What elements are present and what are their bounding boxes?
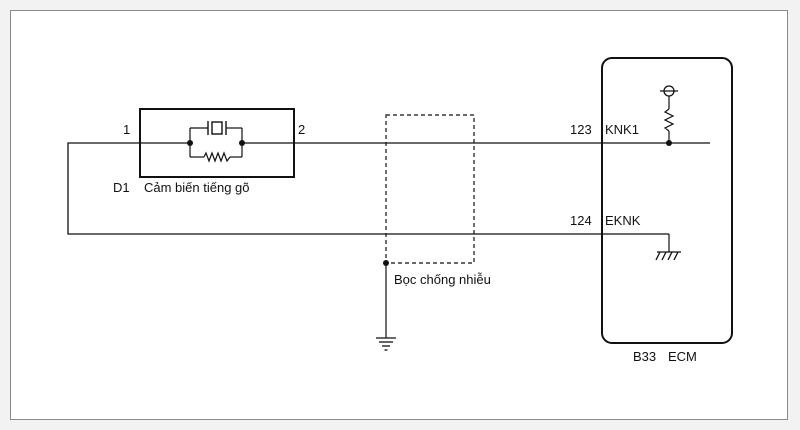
sensor-pin-1-label: 1 (123, 122, 130, 137)
ecm-pin-eknk-name: EKNK (605, 213, 641, 228)
ecm-pin-124-number: 124 (570, 213, 592, 228)
wire-eknk (67, 142, 602, 235)
ground-icon (376, 337, 396, 351)
diagram-frame (10, 10, 788, 420)
resistor-icon (203, 151, 231, 163)
knock-sensor (139, 108, 295, 178)
sensor-name-label: Cảm biến tiếng gõ (144, 180, 250, 195)
junction-dot (187, 140, 193, 146)
sensor-ref-label: D1 (113, 180, 130, 195)
shield (376, 114, 475, 351)
shield-label: Bọc chống nhiễu (394, 272, 491, 287)
voltage-supply-icon (660, 85, 678, 97)
ecm-name-label: ECM (668, 349, 697, 364)
pullup-resistor-icon (663, 108, 675, 132)
ecm-ref-label: B33 (633, 349, 656, 364)
ecm-unit (601, 57, 733, 344)
chassis-ground-icon (655, 251, 681, 261)
ecm-pin-knk1-name: KNK1 (605, 122, 639, 137)
ecm-pin-123-number: 123 (570, 122, 592, 137)
sensor-pin-2-label: 2 (298, 122, 305, 137)
piezo-element-icon (207, 121, 227, 135)
junction-dot (239, 140, 245, 146)
